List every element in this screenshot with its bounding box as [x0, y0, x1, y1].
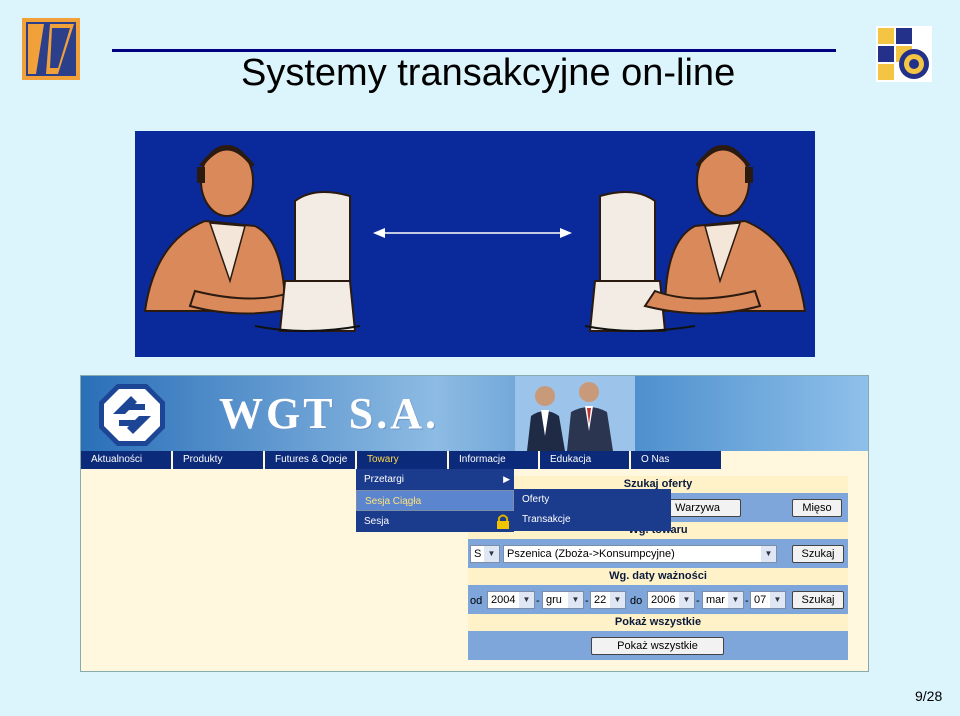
submenu-item-transakcje[interactable]: Transakcje	[522, 514, 571, 525]
submenu-item-oferty[interactable]: Oferty	[522, 494, 550, 505]
illustration-traders	[135, 131, 815, 357]
product-select[interactable]: Pszenica (Zboża->Konsumpcyjne)▼	[503, 545, 777, 563]
menu-item-sesja-ciagla[interactable]: Sesja Ciągła	[356, 490, 514, 511]
search-product-button[interactable]: Szukaj	[792, 545, 844, 563]
label-to: do	[630, 595, 643, 607]
towary-dropdown: Przetargi ▶ Sesja Ciągła Sesja	[356, 469, 514, 532]
dropdown-arrow-icon: ▼	[484, 546, 499, 562]
nav-towary[interactable]: Towary	[357, 451, 449, 469]
nav-o-nas[interactable]: O Nas	[641, 454, 670, 465]
header-by-date: Wg. daty ważności	[468, 568, 848, 585]
double-arrow-icon	[373, 228, 572, 238]
company-logo-icon	[22, 18, 80, 80]
dropdown-arrow-icon: ▼	[568, 592, 583, 608]
site-nav: Aktualności Produkty Futures & Opcje Tow…	[81, 451, 721, 469]
title-underline	[112, 49, 836, 52]
menu-item-przetargi[interactable]: Przetargi ▶	[356, 469, 514, 490]
nav-produkty[interactable]: Produkty	[173, 451, 265, 469]
business-people-photo	[515, 376, 635, 451]
dash: -	[585, 595, 589, 607]
to-day-select[interactable]: 07▼	[750, 591, 786, 609]
from-year-select[interactable]: 2004▼	[487, 591, 535, 609]
nav-informacje[interactable]: Informacje	[449, 451, 540, 469]
dash: -	[536, 595, 540, 607]
from-month-select[interactable]: gru▼	[542, 591, 584, 609]
dropdown-arrow-icon: ▼	[519, 592, 534, 608]
sesja-ciagla-submenu: Oferty Transakcje	[514, 489, 671, 531]
dropdown-arrow-icon: ▼	[770, 592, 785, 608]
lock-icon	[497, 514, 509, 529]
page-number: 9/28	[915, 688, 943, 704]
show-all-button[interactable]: Pokaż wszystkie	[591, 637, 724, 655]
menu-item-sesja[interactable]: Sesja	[356, 511, 514, 532]
nav-futures[interactable]: Futures & Opcje	[265, 451, 357, 469]
site-banner: WGT S.A.	[81, 376, 868, 451]
dropdown-arrow-icon: ▼	[679, 592, 694, 608]
slide-title: Systemy transakcyjne on-line	[241, 52, 736, 94]
dash: -	[745, 595, 749, 607]
to-year-select[interactable]: 2006▼	[647, 591, 695, 609]
submenu-arrow-icon: ▶	[503, 474, 510, 484]
dropdown-arrow-icon: ▼	[610, 592, 625, 608]
website-screenshot: WGT S.A. Aktualności Produkty Futures & …	[80, 375, 869, 672]
dash: -	[696, 595, 700, 607]
header-search-offer: Szukaj oferty	[468, 476, 848, 493]
person-left-icon	[143, 145, 307, 315]
person-right-icon	[643, 145, 807, 315]
dropdown-arrow-icon: ▼	[728, 592, 743, 608]
header-show-all: Pokaż wszystkie	[468, 614, 848, 631]
from-day-select[interactable]: 22▼	[590, 591, 626, 609]
site-title: WGT S.A.	[219, 389, 440, 438]
university-logo-icon	[876, 26, 932, 82]
nav-edukacja[interactable]: Edukacja	[540, 451, 631, 469]
product-prefix-select[interactable]: S▼	[470, 545, 500, 563]
meat-button[interactable]: Mięso	[792, 499, 842, 517]
label-from: od	[470, 595, 483, 607]
wgt-logo-icon	[99, 384, 165, 446]
computer-left-icon	[254, 191, 361, 332]
dropdown-arrow-icon: ▼	[761, 546, 776, 562]
nav-aktualnosci[interactable]: Aktualności	[81, 451, 173, 469]
to-month-select[interactable]: mar▼	[702, 591, 744, 609]
search-date-button[interactable]: Szukaj	[792, 591, 844, 609]
vegetables-button[interactable]: Warzywa	[663, 499, 741, 517]
